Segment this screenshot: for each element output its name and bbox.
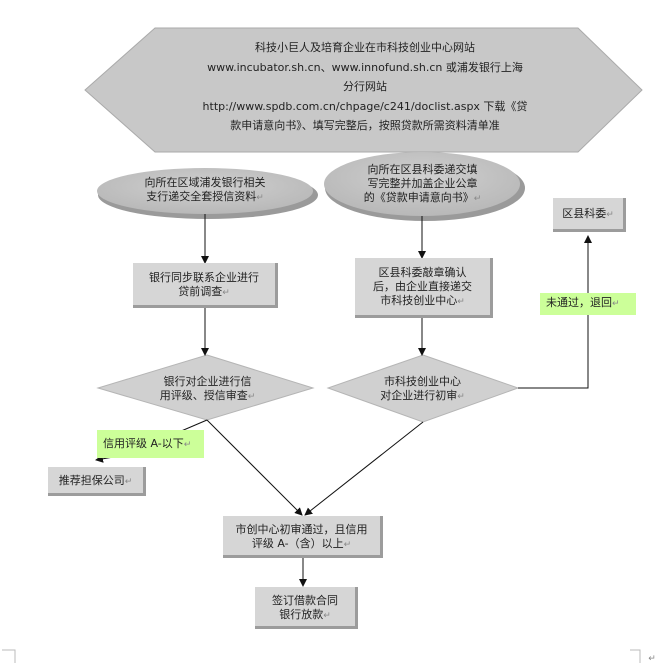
right-oval-line-3-text: 的《贷款申请意向书》 [363,191,474,204]
paragraph-mark: ↵ [183,440,192,450]
paragraph-mark: ↵ [612,299,620,309]
bank-survey-text: 银行同步联系企业进行 贷前调查↵ [133,271,275,300]
loan-contract-line-2-text: 银行放款 [279,608,324,621]
initial-review-line-2-text: 对企业进行初审 [380,389,458,402]
credit-rating-line-2: 用评级、授信审查↵ [140,389,275,404]
paragraph-mark: ↵ [606,210,614,220]
start-node-text: 科技小巨人及培育企业在市科技创业中心网站 www.incubator.sh.cn… [150,38,580,136]
paragraph-mark: ↵ [256,193,264,203]
guarantee-company-label: 推荐担保公司↵ [48,474,143,489]
arrow-review-diamond-to-passed [304,421,424,516]
paragraph-mark: ↵ [343,540,352,550]
rejected-label: 未通过，退回↵ [540,293,636,315]
arrow-credit-diamond-to-passed [206,419,303,516]
right-oval-line-1: 向所在区县科委递交填 [367,163,478,176]
county-stamp-line-1: 区县科委敲章确认 [378,266,467,279]
loan-contract-text: 签订借款合同 银行放款↵ [255,594,355,623]
paragraph-mark: ↵ [247,392,256,402]
paragraph-mark: ↵ [323,611,331,621]
paragraph-mark: ↵ [473,194,482,204]
page-end-mark: ↵ [648,654,656,664]
bank-survey-line-2-text: 贷前调查 [178,285,223,298]
start-node-line-3: 分行网站 [343,80,387,93]
county-stamp-line-2: 后，由企业直接递交 [373,280,472,293]
paragraph-mark: ↵ [457,392,465,402]
low-rating-label: 信用评级 A-以下↵ [97,430,204,458]
credit-rating-line-2-text: 用评级、授信审查 [159,389,248,402]
left-oval-text: 向所在区域浦发银行相关 支行递交全套授信资料↵ [115,176,295,205]
credit-rating-text: 银行对企业进行信 用评级、授信审查↵ [140,375,275,404]
county-stamp-line-3-text: 市科技创业中心 [380,294,458,307]
corner-mark-bottom-right [630,649,641,663]
low-rating-label-text: 信用评级 A-以下 [103,437,184,450]
review-passed-text: 市创中心初审通过，且信用 评级 A-（含）以上↵ [223,523,380,552]
county-committee-label: 区县科委↵ [553,207,623,222]
left-oval-shape [97,168,313,214]
county-stamp-box: 区县科委敲章确认 后，由企业直接递交 市科技创业中心↵ [355,258,493,318]
guarantee-company-box: 推荐担保公司↵ [48,467,146,496]
loan-contract-box: 签订借款合同 银行放款↵ [255,587,358,629]
guarantee-company-text: 推荐担保公司 [58,474,125,487]
initial-review-line-1: 市科技创业中心 [384,375,461,388]
start-node-line-2: www.incubator.sh.cn、www.innofund.sh.cn 或… [207,60,523,74]
county-committee-box: 区县科委↵ [553,198,626,232]
start-node-line-5: 款申请意向书》、填写完整后，按照贷款所需资料清单准 [230,119,500,132]
review-passed-box: 市创中心初审通过，且信用 评级 A-（含）以上↵ [223,516,383,558]
start-node-line-1: 科技小巨人及培育企业在市科技创业中心网站 [255,41,475,54]
review-passed-line-2-text: 评级 A-（含）以上 [251,537,344,550]
paragraph-mark: ↵ [124,477,133,487]
loan-contract-line-1: 签订借款合同 [272,594,338,607]
county-committee-text: 区县科委 [562,207,607,220]
loan-contract-line-2: 银行放款↵ [255,608,355,623]
left-oval-line-2-text: 支行递交全套授信资料 [146,190,257,203]
paragraph-mark: ↵ [457,297,465,307]
start-node-line-4: http://www.spdb.com.cn/chpage/c241/docli… [202,99,528,113]
initial-review-line-2: 对企业进行初审↵ [360,389,485,404]
arrow-review-diamond-to-county [518,235,592,389]
right-oval-line-3: 的《贷款申请意向书》↵ [340,191,505,206]
credit-rating-line-1: 银行对企业进行信 [163,375,252,388]
bank-survey-box: 银行同步联系企业进行 贷前调查↵ [133,263,278,308]
left-oval-line-1: 向所在区域浦发银行相关 [144,176,266,189]
initial-review-text: 市科技创业中心 对企业进行初审↵ [360,375,485,404]
paragraph-mark: ↵ [222,288,230,298]
bank-survey-line-1: 银行同步联系企业进行 [149,271,259,284]
review-passed-line-2: 评级 A-（含）以上↵ [223,537,380,552]
right-oval-text: 向所在区县科委递交填 写完整并加盖企业公章 的《贷款申请意向书》↵ [340,163,505,206]
corner-mark-bottom-left [2,649,16,663]
right-oval-shape [324,152,520,216]
rejected-label-text: 未通过，退回 [546,296,612,309]
left-oval-line-2: 支行递交全套授信资料↵ [115,190,295,205]
county-stamp-line-3: 市科技创业中心↵ [355,294,490,309]
bank-survey-line-2: 贷前调查↵ [133,285,275,300]
right-oval-line-2: 写完整并加盖企业公章 [367,177,478,190]
start-hexagon-shape [84,27,643,153]
review-passed-line-1: 市创中心初审通过，且信用 [235,523,368,536]
county-stamp-text: 区县科委敲章确认 后，由企业直接递交 市科技创业中心↵ [355,266,490,309]
